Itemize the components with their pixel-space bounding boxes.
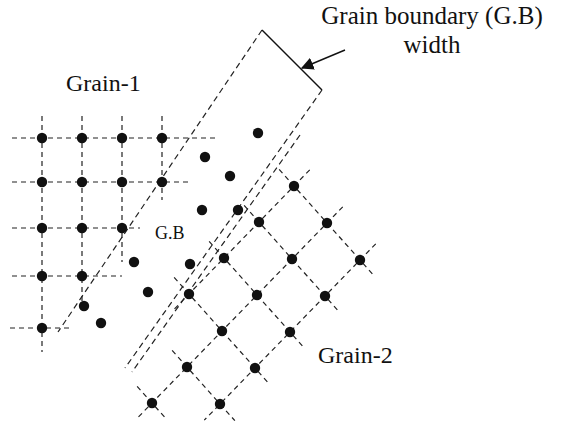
atom-dot	[219, 253, 229, 263]
atoms	[37, 128, 365, 409]
lattice-line	[172, 350, 235, 420]
grain-label: Grain-1	[66, 70, 141, 98]
grain-2-lattice-lines	[136, 169, 376, 420]
atom-dot	[355, 255, 365, 265]
atom-dot	[37, 323, 47, 333]
atom-dot	[250, 363, 260, 373]
atom-dot	[320, 291, 330, 301]
atom-dot	[77, 133, 87, 143]
boundary-label: G.B	[153, 223, 187, 244]
atom-dot	[77, 177, 87, 187]
atom-dot	[37, 223, 47, 233]
atom-dot	[37, 271, 47, 281]
lattice-line	[204, 244, 376, 420]
atom-dot	[184, 289, 194, 299]
atom-dot	[77, 223, 87, 233]
lattice-line	[244, 205, 340, 312]
lattice-line	[279, 169, 375, 276]
atom-dot	[117, 133, 127, 143]
atom-dot	[185, 259, 195, 269]
atom-dot	[129, 257, 139, 267]
atom-dot	[285, 327, 295, 337]
callout-label: Grain boundary (G.B) width	[315, 2, 549, 60]
atom-dot	[157, 133, 167, 143]
atom-dot	[79, 301, 89, 311]
atom-dot	[322, 218, 332, 228]
atom-dot	[289, 181, 299, 191]
atom-dot	[252, 290, 262, 300]
atom-dot	[233, 205, 243, 215]
atom-dot	[117, 177, 127, 187]
width-bracket	[262, 30, 345, 90]
lattice-line	[136, 207, 343, 419]
atom-dot	[254, 217, 264, 227]
atom-dot	[157, 177, 167, 187]
atom-dot	[117, 223, 127, 233]
lattice-line	[209, 241, 305, 348]
atom-dot	[37, 133, 47, 143]
lattice-line	[173, 170, 310, 310]
atom-dot	[77, 271, 87, 281]
atom-dot	[215, 399, 225, 409]
atom-dot	[287, 254, 297, 264]
atom-dot	[96, 318, 106, 328]
lattice-line	[174, 277, 270, 384]
atom-dot	[197, 205, 207, 215]
atom-dot	[37, 177, 47, 187]
atom-dot	[182, 362, 192, 372]
atom-dot	[253, 128, 263, 138]
atom-dot	[147, 398, 157, 408]
atom-dot	[217, 326, 227, 336]
grain-1-lattice-lines	[10, 116, 218, 352]
atom-dot	[225, 171, 235, 181]
atom-dot	[200, 152, 210, 162]
atom-dot	[143, 287, 153, 297]
lattice-line	[137, 386, 167, 419]
grain-label: Grain-2	[318, 342, 393, 370]
grain-boundary-band	[58, 30, 322, 372]
